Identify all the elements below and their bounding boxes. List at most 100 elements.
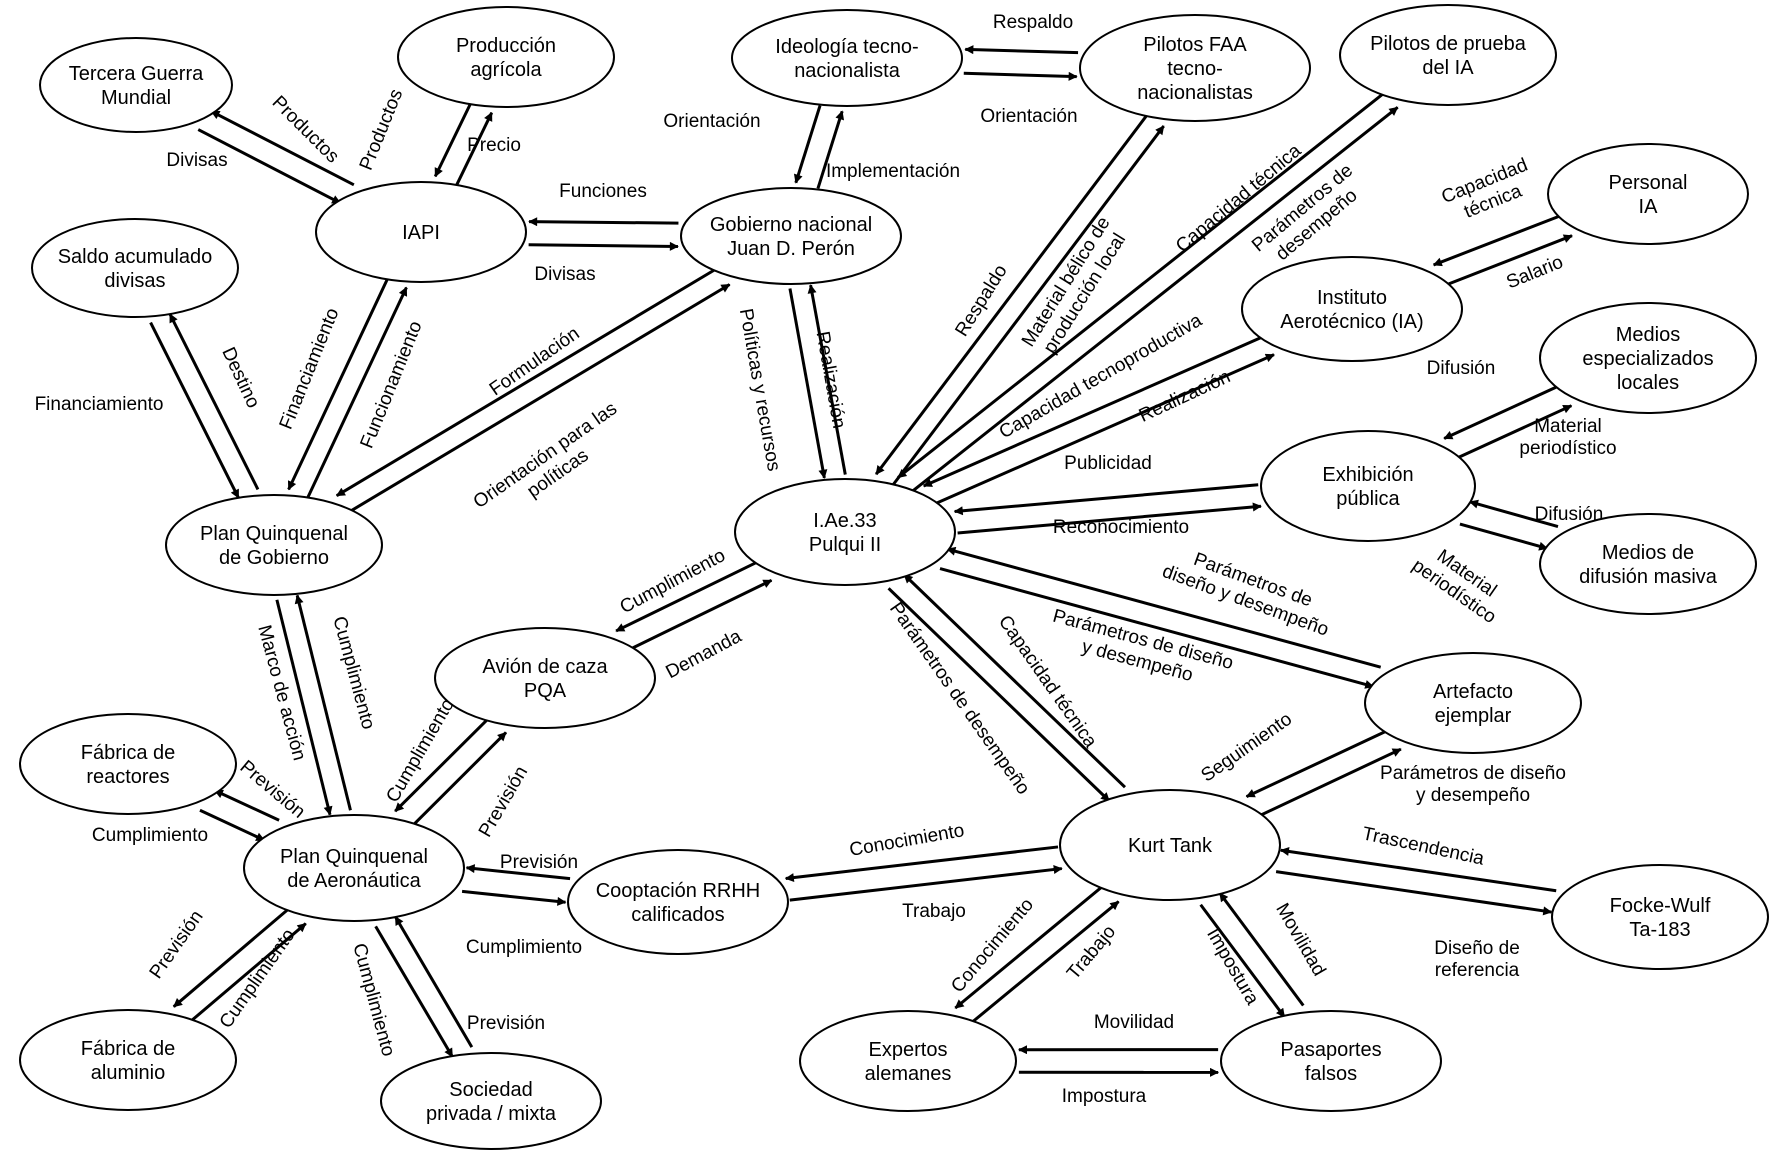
node-ellipse [1539,513,1757,615]
node-label: de Aeronáutica [287,870,421,892]
edge-arrow [953,483,1259,516]
edge-planaero-to-planq: Cumplimiento [294,594,379,811]
edge-label: Divisas [534,264,595,285]
edge-iapi-to-tercera: Productos [210,92,355,187]
edge-arrow [1432,214,1562,267]
edge-label: Cumplimiento [216,925,300,1032]
edge-arrow [922,335,1265,488]
edge-label: Cumplimiento [617,545,729,618]
node-ellipse [731,9,963,107]
node-label: nacionalista [794,60,901,82]
node-label: Instituto [1317,287,1387,309]
edge-planaero-to-cooptacion: Previsión [461,852,578,906]
edge-arrow [1445,234,1573,287]
edge-arrow [887,587,1111,803]
edge-pulqui-to-exhibicion: Reconocimiento [957,502,1262,538]
edge-exhibicion-to-mediosmasiva: Materialperiodístico [1408,522,1549,628]
node-label: tecno- [1167,58,1223,80]
node-label: Exhibición [1322,464,1413,486]
node-label: Pilotos FAA [1143,34,1247,56]
edge-arrow [1258,747,1402,818]
edge-label: Financiamiento [35,394,164,415]
edge-tercera-to-iapi: Divisas [166,128,342,205]
edge-label: Parámetros dediseño y desempeño [1159,540,1338,640]
edge-label: Trascendencia [1360,823,1486,869]
node-label: Saldo acumulado [58,246,213,268]
edge-label: Difusión [1427,358,1496,379]
edge-label: Precio [467,135,521,156]
edge-label: Trabajo [902,901,966,922]
edge-label: Destino [217,344,263,411]
edge-pulqui-to-pqa: Cumplimiento [615,545,759,633]
edge-arrow [1443,384,1560,440]
edge-arrow [411,731,508,827]
node-label: agrícola [470,59,542,81]
edge-arrow [963,71,1078,81]
edge-sociedad-to-planaero: Previsión [394,915,545,1048]
node-label: Tercera Guerra [69,63,204,85]
node-label: difusión masiva [1579,566,1718,588]
edge-cooptacion-to-tank: Trabajo [789,865,1063,922]
node-label: Personal [1609,172,1688,194]
edge-label: Financiamiento [276,305,344,432]
edge-arrow [197,128,342,205]
edge-arrow [287,278,389,491]
edge-label: Implementación [826,161,960,182]
edge-gobierno-to-iapi: Funciones [528,181,679,227]
edge-label-line: referencia [1435,960,1520,981]
node-label: pública [1336,488,1400,510]
node-ellipse [567,849,789,955]
edge-arrow [807,284,847,475]
edge-label: Orientación [980,106,1077,127]
edge-label: Cumplimiento [328,614,378,732]
edge-arrow [528,217,679,227]
edge-label: Divisas [166,150,227,171]
node-label: locales [1617,372,1679,394]
edge-label: Previsión [500,852,578,873]
node-iapi: IAPI [315,181,527,283]
edge-gobierno-to-pulqui: Políticas y recursos [735,288,828,479]
edge-label: Previsión [475,763,532,841]
edge-arrow [789,865,1063,902]
edge-arrow [294,594,352,811]
edge-arrow [1459,522,1549,551]
edge-planq-to-saldo: Destino [168,313,264,491]
edge-arrow [1199,903,1286,1018]
edge-arrow [874,113,1149,476]
edge-label: Materialperiodístico [1408,537,1512,628]
edge-iapi-to-agricola: Precio [455,111,521,186]
edge-arrow [939,567,1375,689]
edge-medioslocales-to-exhibicion: Difusión [1427,358,1560,440]
node-ellipse [799,1010,1017,1112]
edge-label: Reconocimiento [1053,517,1189,538]
node-label: Avión de caza [482,656,608,678]
edge-arrow [199,808,266,842]
edge-label: Publicidad [1064,453,1152,474]
edge-iapi-to-planq: Financiamiento [276,278,389,491]
edge-pulqui-to-gobierno: Realización [807,284,849,475]
node-label: privada / mixta [426,1103,557,1125]
edge-label: Formulación [486,323,584,400]
node-label: Sociedad [449,1079,532,1101]
node-label: Gobierno nacional [710,214,872,236]
edge-label: Previsión [236,756,309,822]
edge-arrow [964,45,1079,55]
node-ellipse [1241,256,1463,362]
edge-arrow [1245,729,1389,798]
edge-label: Impostura [1062,1086,1147,1107]
edge-arrow [933,353,1275,506]
edge-label: Respaldo [951,261,1011,340]
node-ellipse [1220,1010,1442,1112]
node-label: calificados [631,904,724,926]
node-label: ejemplar [1435,705,1512,727]
